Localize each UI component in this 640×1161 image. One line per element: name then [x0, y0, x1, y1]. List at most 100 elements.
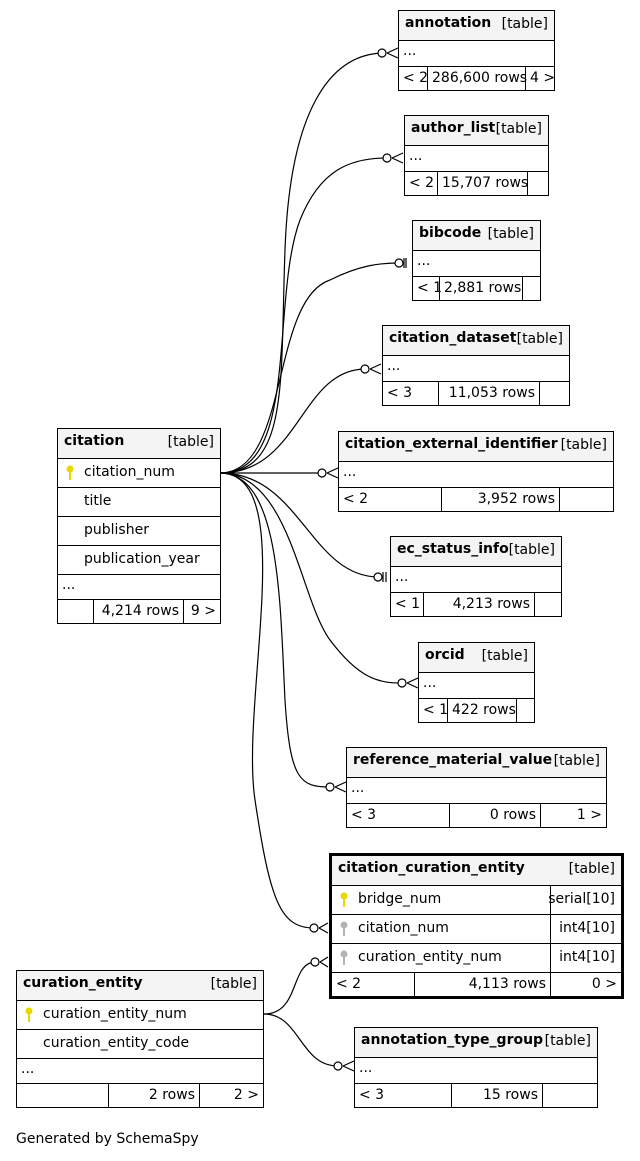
- column-row[interactable]: curation_entity_code: [17, 1029, 263, 1058]
- column-row[interactable]: title: [58, 487, 220, 516]
- parents-count[interactable]: [58, 600, 93, 623]
- column-row[interactable]: publisher: [58, 516, 220, 545]
- edge-citation-dataset: [219, 368, 366, 474]
- parents-count[interactable]: < 1: [423, 702, 449, 718]
- edge-reference-material-value: [219, 472, 331, 788]
- table-name[interactable]: author_list: [411, 120, 496, 136]
- table-reference-material-value[interactable]: reference_material_value[table] ... < 3 …: [346, 747, 607, 828]
- row-count: 2 rows: [108, 1084, 199, 1107]
- row-count: 15 rows: [451, 1084, 542, 1107]
- row-count: 4,213 rows: [423, 593, 534, 616]
- parents-count[interactable]: < 2: [343, 491, 369, 507]
- column-name: curation_entity_num: [358, 949, 502, 965]
- column-type: serial[10]: [548, 891, 615, 907]
- column-type: int4[10]: [559, 949, 615, 965]
- children-count[interactable]: [559, 488, 613, 511]
- table-orcid[interactable]: orcid[table] ... < 1 422 rows: [418, 642, 535, 723]
- table-type: [table]: [560, 437, 607, 453]
- table-name[interactable]: annotation: [405, 15, 492, 31]
- edge-annotation: [219, 52, 383, 474]
- row-count: 0 rows: [449, 804, 540, 827]
- column-name: bridge_num: [358, 891, 442, 907]
- table-name[interactable]: reference_material_value: [353, 752, 553, 768]
- parents-count[interactable]: < 1: [395, 596, 421, 612]
- column-type: int4[10]: [559, 920, 615, 936]
- row-count: 4,113 rows: [414, 973, 550, 996]
- table-author-list[interactable]: author_list[table] ... < 2 15,707 rows: [404, 115, 549, 196]
- table-name[interactable]: curation_entity: [23, 975, 143, 991]
- table-type: [table]: [495, 121, 542, 137]
- table-name[interactable]: citation_external_identifier: [345, 436, 558, 452]
- table-ec-status-info[interactable]: ec_status_info[table] ... < 1 4,213 rows: [390, 536, 562, 617]
- more-columns: ...: [417, 253, 431, 269]
- table-bibcode[interactable]: bibcode[table] ... < 1 2,881 rows: [412, 220, 541, 301]
- table-annotation[interactable]: annotation[table] ... < 2 286,600 rows 4…: [398, 10, 555, 91]
- children-count[interactable]: [534, 593, 561, 616]
- more-columns: ...: [359, 1060, 373, 1076]
- table-type: [table]: [568, 861, 615, 877]
- table-curation-entity[interactable]: curation_entity [table] curation_entity_n…: [16, 970, 264, 1108]
- generated-by-credit[interactable]: Generated by SchemaSpy: [16, 1131, 199, 1147]
- children-count[interactable]: 1 >: [540, 804, 606, 827]
- parents-count[interactable]: < 2: [403, 70, 429, 86]
- edge-citation-curation-entity-curation: [263, 961, 316, 1015]
- more-columns: ...: [423, 675, 437, 691]
- edge-annotation-type-group: [263, 1013, 339, 1067]
- parents-count[interactable]: < 1: [417, 280, 443, 296]
- row-count: 4,214 rows: [93, 600, 183, 623]
- more-columns: ...: [409, 148, 423, 164]
- column-row[interactable]: publication_year: [58, 545, 220, 574]
- table-type: [table]: [544, 1033, 591, 1049]
- column-row[interactable]: bridge_num serial[10]: [332, 885, 621, 914]
- edge-orcid: [219, 472, 403, 684]
- column-name: publication_year: [84, 551, 200, 567]
- column-row[interactable]: citation_num int4[10]: [332, 914, 621, 943]
- children-count[interactable]: [516, 699, 534, 722]
- edge-citation-curation-entity-citation: [219, 472, 315, 929]
- table-name[interactable]: citation_curation_entity: [338, 860, 525, 876]
- table-name[interactable]: ec_status_info: [397, 541, 509, 557]
- more-columns: ...: [387, 358, 401, 374]
- table-annotation-type-group[interactable]: annotation_type_group[table] ... < 3 15 …: [354, 1027, 598, 1108]
- parents-count[interactable]: < 3: [387, 385, 413, 401]
- table-citation-external-identifier[interactable]: citation_external_identifier[table] ... …: [338, 431, 614, 512]
- row-count: 286,600 rows: [427, 67, 527, 90]
- row-count: 3,952 rows: [441, 488, 559, 511]
- more-columns: ...: [62, 577, 76, 593]
- table-type: [table]: [481, 648, 528, 664]
- table-type: [table]: [501, 16, 548, 32]
- children-count[interactable]: 0 >: [550, 973, 621, 996]
- more-columns: ...: [395, 569, 409, 585]
- parents-count[interactable]: < 2: [336, 976, 362, 992]
- children-count[interactable]: [527, 172, 548, 195]
- parents-count[interactable]: < 3: [359, 1087, 385, 1103]
- table-name[interactable]: orcid: [425, 647, 465, 663]
- children-count[interactable]: 4 >: [525, 67, 559, 90]
- parents-count[interactable]: < 2: [409, 175, 435, 191]
- children-count[interactable]: [542, 1084, 597, 1107]
- table-name[interactable]: annotation_type_group: [361, 1032, 544, 1048]
- more-columns: ...: [21, 1061, 35, 1077]
- primary-key-icon: [24, 1007, 34, 1027]
- table-citation[interactable]: citation[table] citation_num title publi…: [57, 428, 221, 624]
- column-row[interactable]: curation_entity_num: [17, 1000, 263, 1029]
- children-count[interactable]: 2 >: [199, 1084, 263, 1107]
- more-columns: ...: [343, 464, 357, 480]
- foreign-key-icon: [339, 921, 349, 941]
- table-name[interactable]: bibcode: [419, 225, 482, 241]
- table-name[interactable]: citation_dataset: [389, 330, 517, 346]
- table-citation-dataset[interactable]: citation_dataset[table] ... < 3 11,053 r…: [382, 325, 570, 406]
- children-count[interactable]: 9 >: [183, 600, 220, 623]
- table-citation-curation-entity[interactable]: citation_curation_entity [table] bridge_n…: [329, 853, 624, 999]
- more-columns: ...: [403, 43, 417, 59]
- parents-count[interactable]: < 3: [351, 807, 377, 823]
- column-row[interactable]: citation_num: [58, 458, 220, 487]
- table-type: [table]: [553, 753, 600, 769]
- children-count[interactable]: [522, 277, 540, 300]
- children-count[interactable]: [539, 382, 569, 405]
- parents-count[interactable]: [17, 1084, 108, 1107]
- row-count: 15,707 rows: [437, 172, 528, 195]
- column-row[interactable]: curation_entity_num int4[10]: [332, 943, 621, 972]
- table-type: [table]: [210, 976, 257, 992]
- table-name[interactable]: citation: [64, 433, 125, 449]
